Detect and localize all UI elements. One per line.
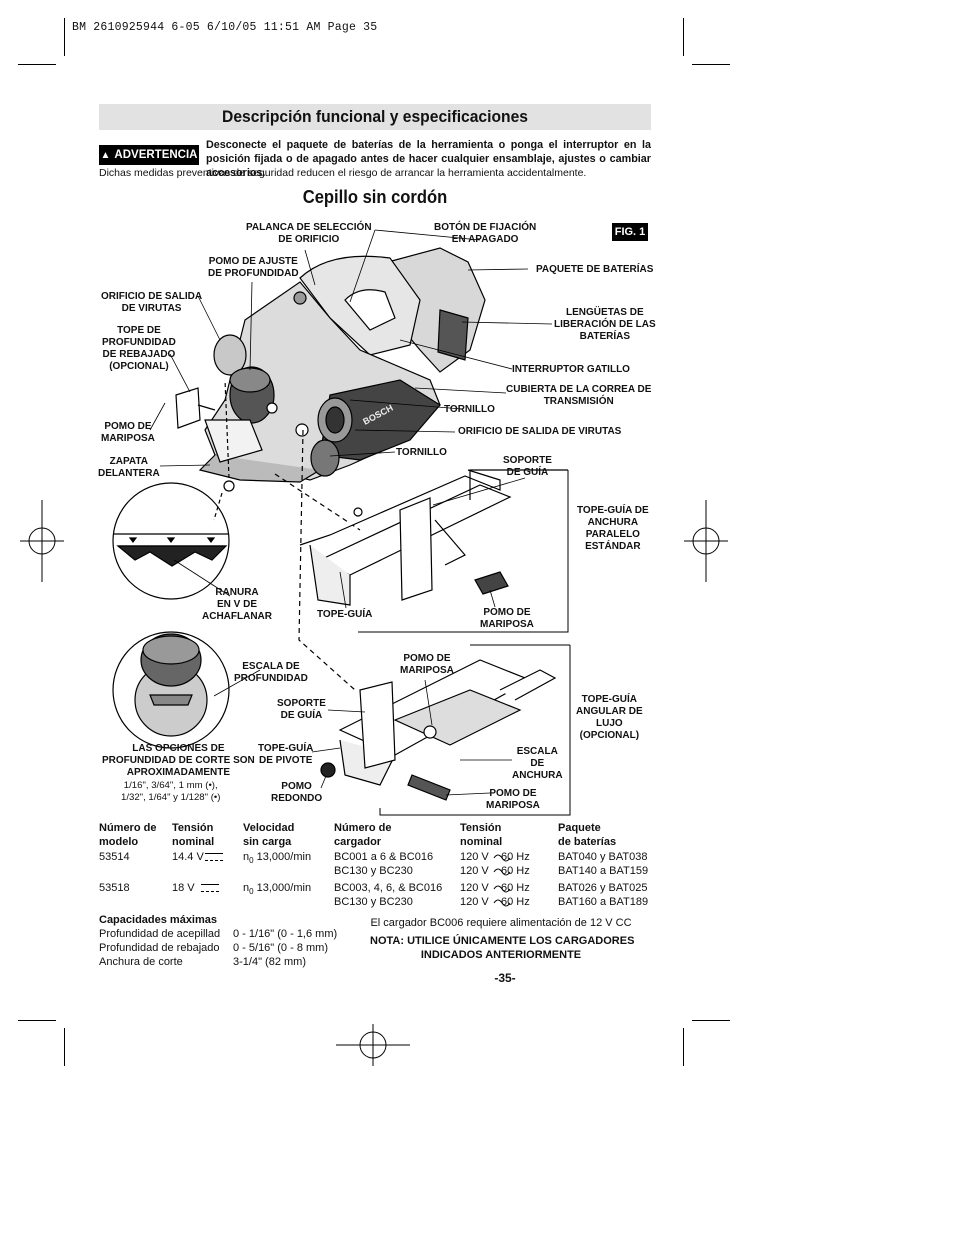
spec-header-velocidad: Velocidad sin carga — [243, 822, 295, 848]
crop-mark — [683, 18, 684, 56]
label-tornillo: TORNILLO — [444, 404, 495, 415]
spec-header-baterias: Paquete de baterías — [558, 822, 617, 848]
crop-mark — [64, 1028, 65, 1066]
label-tope-angular: TOPE-GUÍA ANGULAR DE LUJO (OPCIONAL) — [576, 694, 643, 741]
spec-voltage-value: 18 V — [172, 882, 195, 894]
speed-n0-sub: 0 — [249, 887, 254, 897]
spec-header-modelo: Número de modelo — [99, 822, 157, 848]
charger-note: El cargador BC006 requiere alimentación … — [370, 917, 632, 929]
dc-symbol-icon — [200, 884, 219, 893]
spec-header-tension-cargador: Tensión nominal — [460, 822, 503, 848]
label-orificio-salida: ORIFICIO DE SALIDA DE VIRUTAS — [101, 291, 203, 314]
crop-mark — [18, 64, 56, 65]
label-paquete-baterias: PAQUETE DE BATERÍAS — [536, 264, 654, 275]
label-pomo-mariposa-3: POMO DE MARIPOSA — [400, 653, 454, 676]
capacities-values: 0 - 1/16" (0 - 1,6 mm) 0 - 5/16" (0 - 8 … — [233, 927, 337, 969]
ac-wave-icon — [493, 854, 511, 907]
speed-n0: n — [243, 851, 250, 863]
label-pomo-mariposa: POMO DE MARIPOSA — [101, 421, 155, 444]
label-soporte-guia: SOPORTE DE GUÍA — [503, 455, 552, 478]
charger-nota: NOTA: UTILICE ÚNICAMENTE LOS CARGADORES … — [370, 935, 635, 961]
subtitle: Cepillo sin cordón — [302, 187, 448, 207]
section-header: Descripción funcional y especificaciones — [99, 104, 651, 130]
label-cubierta-correa: CUBIERTA DE LA CORREA DE TRANSMISIÓN — [506, 384, 652, 407]
label-opciones-valores: 1/16", 3/64", 1 mm (•), 1/32", 1/64" y 1… — [121, 780, 221, 803]
label-pomo-ajuste: POMO DE AJUSTE DE PROFUNDIDAD — [208, 256, 299, 279]
spec-speed: n0 13,000/min — [243, 850, 311, 868]
spec-battery: BAT040 y BAT038 BAT140 a BAT159 — [558, 851, 649, 877]
page-title: Descripción funcional y especificaciones — [222, 107, 528, 126]
spec-charger: BC001 a 6 & BC016 BC130 y BC230 — [334, 851, 434, 877]
label-escala-anchura: ESCALA DE ANCHURA — [512, 746, 563, 781]
spec-speed-value: 13,000/min — [256, 851, 312, 863]
spec-charger-voltage: 120 V 60 Hz 120 V 60 Hz — [460, 882, 530, 908]
label-tornillo-2: TORNILLO — [396, 447, 447, 458]
label-boton-fijacion: BOTÓN DE FIJACIÓN EN APAGADO — [434, 222, 537, 245]
spec-voltage-value: 14.4 V — [172, 851, 204, 863]
spec-charger-voltage: 120 V 60 Hz 120 V 60 Hz — [460, 851, 530, 877]
label-orificio-salida-2: ORIFICIO DE SALIDA DE VIRUTAS — [458, 426, 622, 437]
capacities-title: Capacidades máximas — [99, 914, 218, 926]
spec-speed: n0 13,000/min — [243, 881, 311, 899]
capacities: Capacidades máximas Profundidad de acepi… — [99, 913, 220, 969]
label-pomo-mariposa-4: POMO DE MARIPOSA — [486, 788, 540, 811]
warning-note: Dichas medidas preventivas de seguridad … — [99, 167, 587, 179]
print-slug: BM 2610925944 6-05 6/10/05 11:51 AM Page… — [72, 21, 378, 34]
label-tope-pivote: TOPE-GUÍA DE PIVOTE — [258, 743, 314, 766]
label-lenguetas: LENGÜETAS DE LIBERACIÓN DE LAS BATERÍAS — [554, 307, 656, 342]
spec-battery: BAT026 y BAT025 BAT160 a BAT189 — [558, 882, 649, 908]
speed-n0: n — [243, 882, 250, 894]
warning-text: Desconecte el paquete de baterías de la … — [206, 139, 651, 179]
page-number: -35- — [494, 971, 516, 985]
spec-speed-value: 13,000/min — [256, 882, 312, 894]
spec-model: 53514 — [99, 851, 130, 863]
capacity-item: Profundidad de rebajado — [99, 942, 220, 954]
capacity-value: 0 - 1/16" (0 - 1,6 mm) — [233, 928, 338, 940]
spec-voltage: 18 V — [172, 881, 219, 895]
label-pomo-redondo: POMO REDONDO — [271, 781, 323, 804]
capacity-value: 3-1/4" (82 mm) — [233, 956, 306, 968]
spec-voltage: 14.4 V — [172, 850, 223, 864]
label-ranura: RANURA EN V DE ACHAFLANAR — [202, 587, 272, 622]
speed-n0-sub: 0 — [249, 856, 254, 866]
label-tope-guia-anchura: TOPE-GUÍA DE ANCHURA PARALELO ESTÁNDAR — [577, 505, 649, 552]
crop-mark — [692, 1020, 730, 1021]
label-palanca-orificio: PALANCA DE SELECCIÓN DE ORIFICIO — [246, 222, 372, 245]
spec-header-cargador: Número de cargador — [334, 822, 392, 848]
label-soporte-guia-2: SOPORTE DE GUÍA — [277, 698, 326, 721]
label-interruptor: INTERRUPTOR GATILLO — [512, 364, 630, 375]
capacity-item: Anchura de corte — [99, 956, 183, 968]
label-pomo-mariposa-2: POMO DE MARIPOSA — [480, 607, 534, 630]
warning-badge-label: ADVERTENCIA — [114, 149, 198, 161]
capacity-value: 0 - 5/16" (0 - 8 mm) — [233, 942, 328, 954]
crop-mark — [683, 1028, 684, 1066]
figure-badge: FIG. 1 — [612, 223, 648, 241]
label-escala-profundidad: ESCALA DE PROFUNDIDAD — [234, 661, 308, 684]
spec-header-tension: Tensión nominal — [172, 822, 215, 848]
spec-charger: BC003, 4, 6, & BC016 BC130 y BC230 — [334, 882, 443, 908]
crop-mark — [18, 1020, 56, 1021]
capacity-item: Profundidad de acepillad — [99, 928, 221, 940]
crop-mark — [692, 64, 730, 65]
crop-mark — [64, 18, 65, 56]
label-opciones-profundidad: LAS OPCIONES DE PROFUNDIDAD DE CORTE SON… — [102, 743, 255, 778]
dc-symbol-icon — [204, 853, 223, 862]
warning-triangle-icon: ▲ — [100, 149, 111, 161]
label-zapata-delantera: ZAPATA DELANTERA — [98, 456, 160, 479]
warning-badge: ▲ ADVERTENCIA — [99, 145, 199, 165]
label-tope-rebajado: TOPE DE PROFUNDIDAD DE REBAJADO (OPCIONA… — [102, 325, 176, 372]
label-tope-guia: TOPE-GUÍA — [317, 609, 373, 620]
charger-notes: El cargador BC006 requiere alimentación … — [370, 916, 635, 962]
spec-model: 53518 — [99, 882, 130, 894]
